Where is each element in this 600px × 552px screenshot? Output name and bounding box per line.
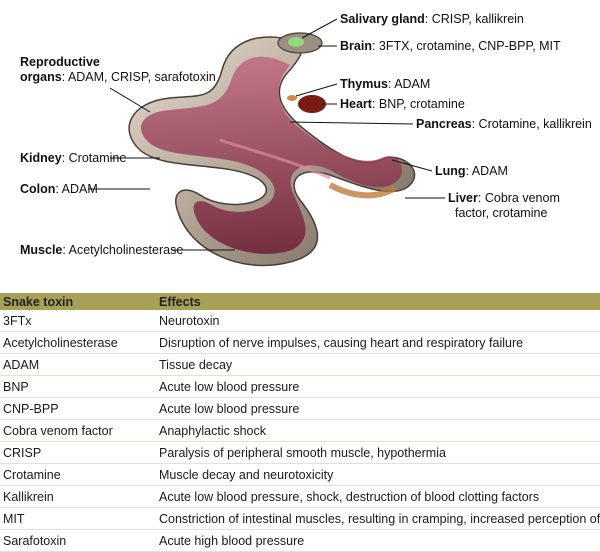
- toxin-cell: 3FTx: [0, 310, 156, 332]
- label-salivary-gland: Salivary gland: CRISP, kallikrein: [340, 12, 524, 26]
- effect-cell: Acute high blood pressure: [156, 529, 600, 552]
- effect-cell: Anaphylactic shock: [156, 419, 600, 442]
- toxin-cell: MIT: [0, 507, 156, 530]
- heart-marker: [298, 95, 326, 113]
- label-colon: Colon: ADAM: [20, 182, 98, 196]
- label-liver-line1: Liver: Cobra venom: [448, 191, 560, 205]
- label-lung: Lung: ADAM: [435, 164, 508, 178]
- effect-cell: Neurotoxin: [156, 310, 600, 332]
- effect-cell: Acute low blood pressure, shock, destruc…: [156, 485, 600, 508]
- toxin-cell: Acetylcholinesterase: [0, 331, 156, 354]
- effect-cell: Tissue decay: [156, 353, 600, 376]
- label-liver-line2: factor, crotamine: [455, 206, 548, 220]
- effect-cell: Disruption of nerve impulses, causing he…: [156, 331, 600, 354]
- label-thymus: Thymus: ADAM: [340, 77, 431, 91]
- effect-cell: Acute low blood pressure: [156, 397, 600, 420]
- salivary-gland-marker: [288, 37, 304, 47]
- thymus-marker: [287, 95, 297, 101]
- toxin-cell: ADAM: [0, 353, 156, 376]
- snake-anatomy-figure: Salivary gland: CRISP, kallikrein Brain:…: [20, 12, 592, 267]
- toxin-cell: Sarafotoxin: [0, 529, 156, 552]
- leader-lines: [88, 18, 445, 251]
- header-snake-toxin: Snake toxin: [0, 293, 156, 310]
- header-effects: Effects: [156, 293, 600, 310]
- toxin-cell: Cobra venom factor: [0, 419, 156, 442]
- effect-cell: Acute low blood pressure: [156, 375, 600, 398]
- effect-cell: Constriction of intestinal muscles, resu…: [156, 507, 600, 530]
- label-heart: Heart: BNP, crotamine: [340, 97, 465, 111]
- label-brain: Brain: 3FTX, crotamine, CNP-BPP, MIT: [340, 39, 561, 53]
- snake-body: [128, 36, 416, 267]
- label-reproductive-line2: organs: ADAM, CRISP, sarafotoxin: [20, 70, 216, 84]
- toxin-cell: CNP-BPP: [0, 397, 156, 420]
- toxin-cell: Crotamine: [0, 463, 156, 486]
- toxin-cell: BNP: [0, 375, 156, 398]
- label-reproductive-line1: Reproductive: [20, 55, 100, 69]
- toxin-cell: Kallikrein: [0, 485, 156, 508]
- effect-cell: Muscle decay and neurotoxicity: [156, 463, 600, 486]
- snake-illustration: [88, 18, 445, 267]
- label-muscle: Muscle: Acetylcholinesterase: [20, 243, 184, 257]
- label-kidney: Kidney: Crotamine: [20, 151, 127, 165]
- effect-cell: Paralysis of peripheral smooth muscle, h…: [156, 441, 600, 464]
- toxin-cell: CRISP: [0, 441, 156, 464]
- label-pancreas: Pancreas: Crotamine, kallikrein: [416, 117, 592, 131]
- table-header-row: Snake toxin Effects: [0, 293, 600, 310]
